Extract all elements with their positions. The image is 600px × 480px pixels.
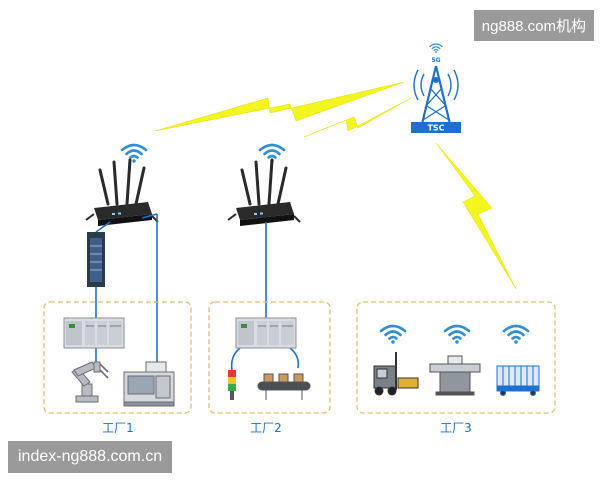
factory-3-box: [356, 301, 556, 414]
watermark-top: ng888.com机构: [473, 10, 594, 41]
agv-machine-icon: [429, 355, 481, 396]
lightning-bolt: [435, 142, 517, 290]
conveyor-belt-icon: [257, 373, 311, 400]
wifi-icon: [120, 143, 148, 165]
robot-arm-icon: [71, 361, 109, 403]
lightning-bolt: [154, 81, 405, 132]
wifi-icon: [443, 324, 471, 346]
tower-5g-label: 5G: [431, 57, 440, 64]
plc-controller: [235, 317, 297, 349]
router-device: [226, 158, 302, 228]
wifi-icon: [502, 324, 530, 346]
signal-light-icon: [228, 370, 236, 400]
signal-tower: 5G TSC: [411, 43, 461, 133]
wifi-icon: [379, 324, 407, 346]
agv-cart-icon: [496, 365, 540, 396]
factory-2-box: [208, 301, 331, 414]
lightning-bolt: [303, 97, 412, 138]
factory-1-label: 工厂1: [102, 421, 134, 435]
factory-3-label: 工厂3: [440, 421, 472, 435]
wifi-icon: [429, 43, 443, 54]
forklift-icon: [373, 352, 419, 396]
factory-1-box: [43, 301, 192, 414]
plc-controller: [63, 317, 125, 349]
factory-2-label: 工厂2: [250, 421, 282, 435]
watermark-bottom: index-ng888.com.cn: [8, 441, 173, 473]
cnc-machine-icon: [123, 361, 175, 407]
network-switch: [87, 232, 105, 287]
tower-label: TSC: [427, 124, 444, 133]
